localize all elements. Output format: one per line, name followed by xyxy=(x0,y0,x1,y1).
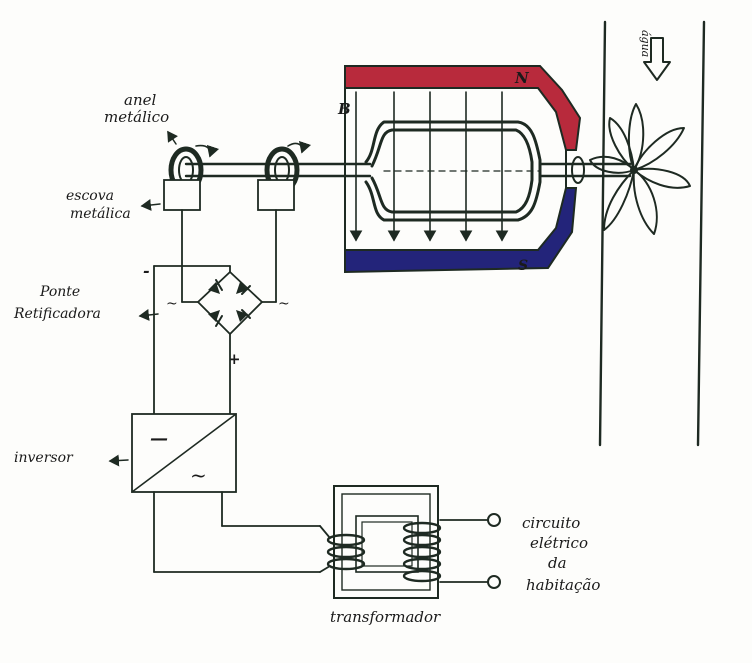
label-da: da xyxy=(548,554,567,572)
label-retificadora: Retificadora xyxy=(13,306,101,322)
rotor-coil xyxy=(364,120,542,222)
label-metalico: metálico xyxy=(104,108,169,126)
magnet xyxy=(344,65,582,274)
label-circuito: circuito xyxy=(522,514,580,532)
primary-coil xyxy=(319,525,366,573)
water-channel xyxy=(598,20,706,447)
label-eletrico: elétrico xyxy=(530,534,588,552)
magnet-north-label: N xyxy=(514,69,530,87)
brush-1 xyxy=(163,179,201,211)
label-inversor: inversor xyxy=(14,450,74,466)
inverter xyxy=(131,413,237,493)
magnet-south-pole xyxy=(344,187,578,274)
label-ponte: Ponte xyxy=(39,284,80,300)
inverter-dc-symbol: — xyxy=(150,428,168,449)
label-transformador: transformador xyxy=(330,608,441,626)
water-flow-arrow xyxy=(643,37,671,81)
magnet-south-label: S xyxy=(518,258,528,274)
label-escova: escova xyxy=(66,188,114,204)
dc-wires xyxy=(153,265,231,415)
output-terminal-top xyxy=(487,513,501,527)
magnetic-field-label: B xyxy=(337,100,351,118)
label-metalica: metálica xyxy=(70,206,131,222)
brush-2 xyxy=(257,179,295,211)
bridge-plus: + xyxy=(228,350,241,368)
label-habitacao: habitação xyxy=(526,576,600,594)
shaft xyxy=(184,156,632,184)
transformer xyxy=(319,485,501,599)
magnet-north-pole xyxy=(344,65,582,151)
water-label: água xyxy=(639,30,652,57)
rectifier-bridge xyxy=(153,265,263,335)
bridge-ac-right: ~ xyxy=(278,296,290,312)
turbine-propeller xyxy=(589,103,691,235)
output-terminal-bottom xyxy=(487,575,501,589)
secondary-coil xyxy=(402,521,442,583)
inverter-ac-symbol: ~ xyxy=(190,463,207,487)
inverter-to-transformer-wires xyxy=(153,491,321,573)
bridge-minus: - xyxy=(143,261,150,280)
bridge-ac-left: ~ xyxy=(166,296,178,312)
magnetic-field-lines xyxy=(349,91,509,242)
brush-to-bridge-wires xyxy=(181,209,277,303)
label-anel: anel xyxy=(124,91,156,109)
